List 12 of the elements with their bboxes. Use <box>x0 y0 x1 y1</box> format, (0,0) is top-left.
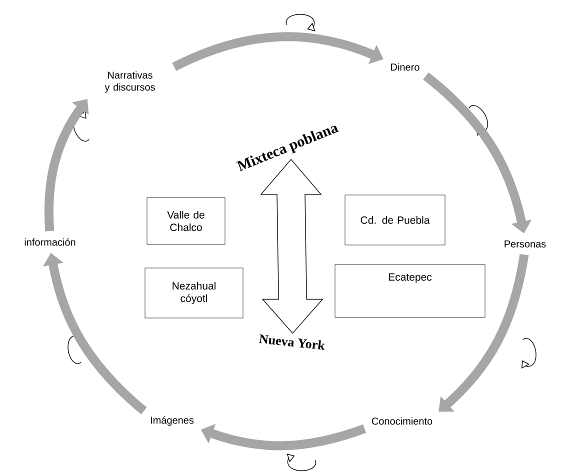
word-label: información <box>24 238 76 246</box>
title-text: Nueva York <box>258 334 325 350</box>
word-label: Personas <box>504 240 546 248</box>
word-label: Dinero <box>391 63 420 71</box>
word-label: Imágenes <box>150 416 194 426</box>
curved-arrow <box>438 254 529 412</box>
place-box: Cd. de Puebla <box>344 194 446 246</box>
place-box: Valle de Chalco <box>146 197 226 245</box>
place-box: Ecatepec <box>334 264 486 318</box>
place-box: Nezahual cóyotl <box>144 268 244 318</box>
word-label: Narrativas y discursos <box>104 71 155 93</box>
word-label: Conocimiento <box>372 417 432 425</box>
